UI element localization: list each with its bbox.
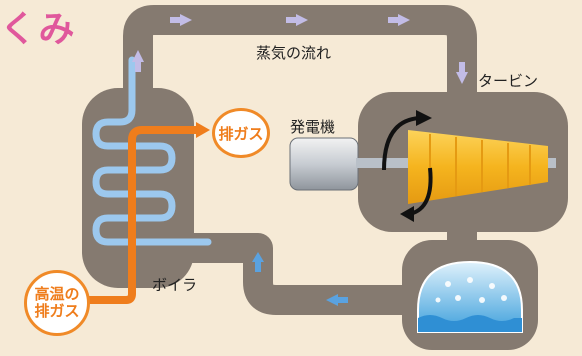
generator — [289, 137, 359, 191]
steam-flow-label: 蒸気の流れ — [256, 44, 332, 62]
exhaust-gas-badge: 排ガス — [212, 108, 270, 158]
hot-exhaust-gas-badge: 高温の 排ガス — [24, 270, 90, 336]
exhaust-gas-label: 排ガス — [218, 124, 264, 143]
hot-gas-arrow — [196, 122, 210, 138]
steam-flow-arrows — [132, 14, 468, 84]
hot-gas-line — [80, 126, 200, 304]
page-title-fragment: くみ — [0, 9, 76, 50]
boiler-label: ボイラ — [152, 276, 198, 294]
condenser-water — [418, 315, 522, 332]
turbine-rotor — [408, 130, 548, 204]
hot-exhaust-line1: 高温の — [34, 285, 80, 303]
boiler-body — [82, 88, 194, 288]
condenser-dome — [417, 260, 523, 333]
water-droplets — [435, 277, 507, 303]
rotation-arrow-top — [382, 116, 421, 171]
generator-label: 発電機 — [290, 118, 336, 136]
turbine-label: タービン — [478, 72, 539, 90]
water-flow-arrows — [252, 252, 348, 306]
hot-exhaust-line2: 排ガス — [34, 302, 80, 320]
steam-coil — [92, 56, 212, 246]
